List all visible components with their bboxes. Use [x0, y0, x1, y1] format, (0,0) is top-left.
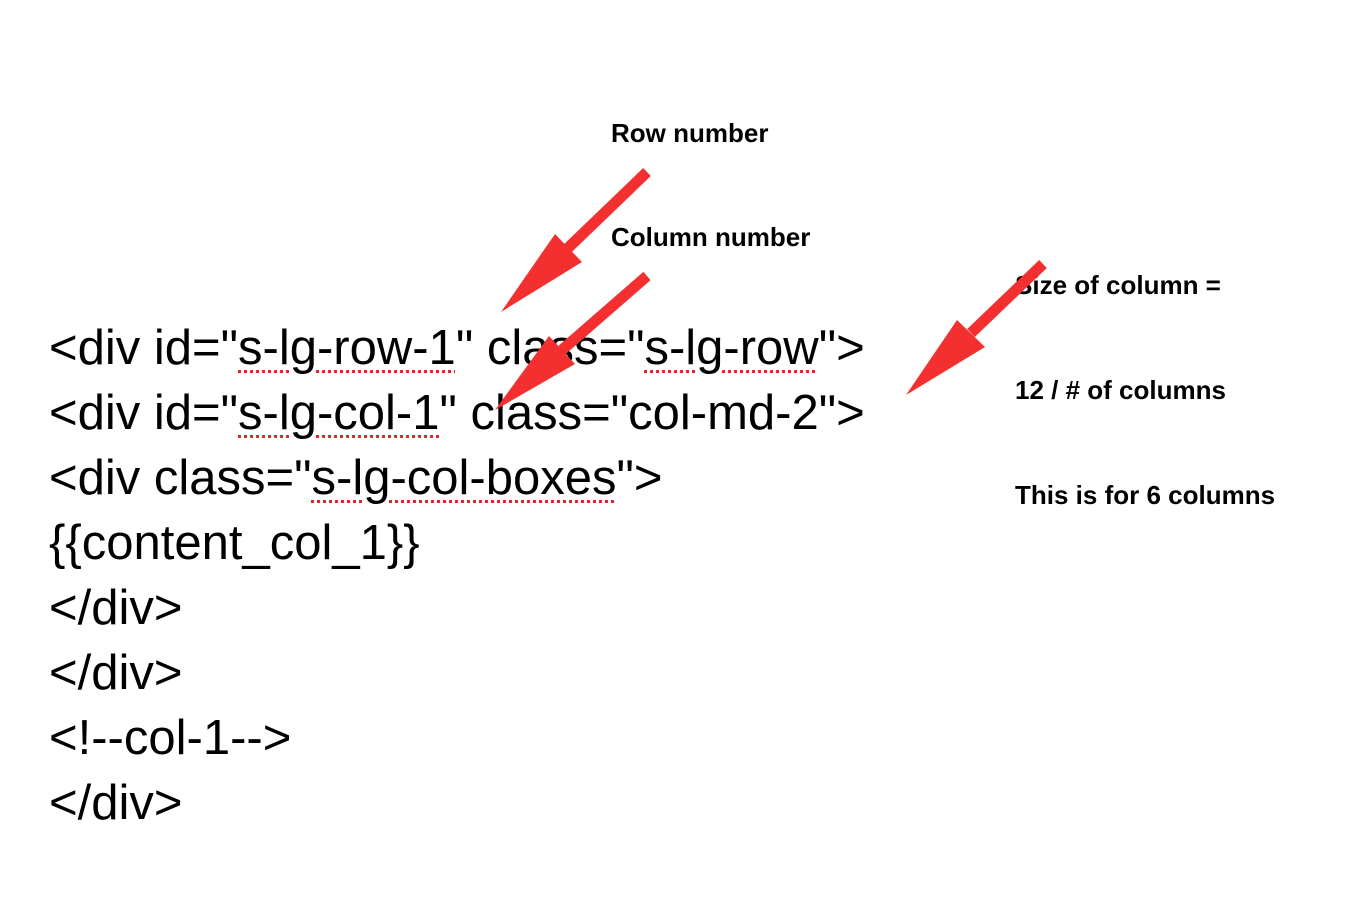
boxes-class-value: s-lg-col-boxes — [311, 451, 617, 505]
column-size-annotation-line: 12 / # of columns — [1015, 375, 1226, 405]
code-line-content-placeholder: {{content_col_1}} — [49, 516, 420, 570]
code-line-close-div: </div> — [49, 581, 183, 635]
column-size-annotation-line: Size of column = — [1015, 270, 1221, 300]
html-code-snippet: <div id="s-lg-row-1" class="s-lg-row"> <… — [49, 316, 865, 836]
code-text: " class=" — [455, 321, 645, 375]
column-number-annotation: Column number — [611, 222, 811, 252]
code-line-row-div: <div id="s-lg-row-1" class="s-lg-row"> — [49, 316, 865, 381]
row-number-annotation: Row number — [611, 118, 769, 148]
code-text: <div class=" — [49, 451, 312, 505]
column-size-annotation-line: This is for 6 columns — [1015, 480, 1276, 510]
row-class-value: s-lg-row — [644, 321, 819, 375]
code-text: " class=" — [439, 386, 629, 440]
code-text: "> — [818, 386, 865, 440]
col-class-value: col-md-2 — [628, 386, 819, 440]
code-text: <div id=" — [49, 321, 239, 375]
code-line-col-div: <div id="s-lg-col-1" class="col-md-2"> — [49, 381, 865, 446]
code-line-close-div: </div> — [49, 646, 183, 700]
code-text: <div id=" — [49, 386, 239, 440]
row-id-value: s-lg-row-1 — [238, 321, 456, 375]
column-size-annotation: Size of column = 12 / # of columns This … — [1015, 198, 1275, 583]
code-line-boxes-div: <div class="s-lg-col-boxes"> — [49, 446, 865, 511]
code-text: "> — [616, 451, 663, 505]
code-line-close-div: </div> — [49, 776, 183, 830]
code-text: "> — [818, 321, 865, 375]
code-line-comment: <!--col-1--> — [49, 711, 292, 765]
col-id-value: s-lg-col-1 — [238, 386, 440, 440]
